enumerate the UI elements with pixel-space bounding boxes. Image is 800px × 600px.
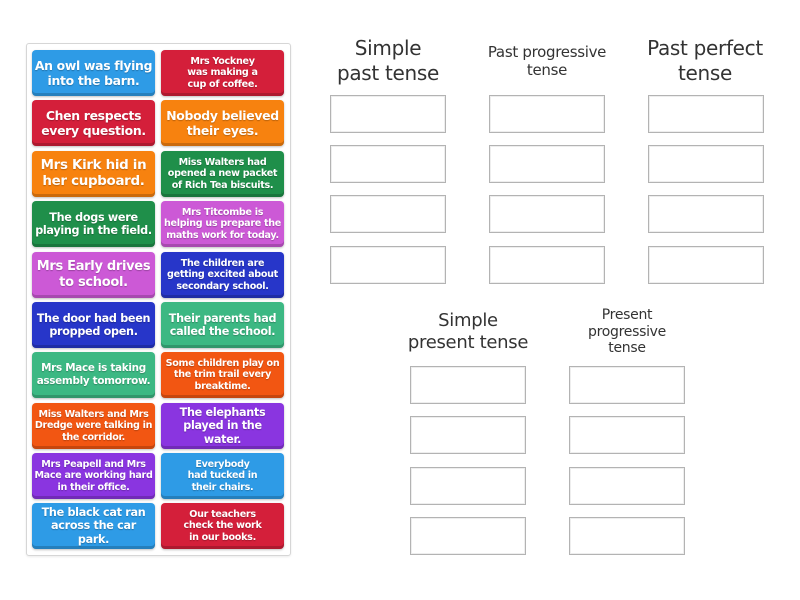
tile-peapell-mace-working[interactable]: Mrs Peapell and Mrs Mace are working har…: [32, 453, 155, 499]
tile-door-propped[interactable]: The door had been propped open.: [32, 302, 155, 348]
drop-slot-past-perfect-2[interactable]: [648, 145, 764, 183]
drop-slot-simple-past-4[interactable]: [330, 246, 446, 284]
tile-parents-called[interactable]: Their parents had called the school.: [161, 302, 284, 348]
tile-mrs-kirk-hid[interactable]: Mrs Kirk hid in her cupboard.: [32, 151, 155, 197]
tile-mrs-titcombe-helping[interactable]: Mrs Titcombe is helping us prepare the m…: [161, 201, 284, 247]
drop-slot-past-progressive-2[interactable]: [489, 145, 605, 183]
category-title-present-progressive: Present progressive tense: [588, 307, 666, 356]
category-title-simple-past: Simple past tense: [336, 36, 440, 85]
drop-slot-simple-past-1[interactable]: [330, 95, 446, 133]
drop-slot-simple-past-3[interactable]: [330, 195, 446, 233]
tile-mrs-early-drives[interactable]: Mrs Early drives to school.: [32, 252, 155, 298]
tile-black-cat-ran[interactable]: The black cat ran across the car park.: [32, 503, 155, 549]
drop-slot-present-progressive-1[interactable]: [569, 366, 685, 404]
tile-chen-respects[interactable]: Chen respects every question.: [32, 100, 155, 146]
drop-slot-past-progressive-4[interactable]: [489, 246, 605, 284]
drop-slot-simple-present-4[interactable]: [410, 517, 526, 555]
drop-slot-present-progressive-4[interactable]: [569, 517, 685, 555]
tile-mrs-yockney-coffee[interactable]: Mrs Yockney was making a cup of coffee.: [161, 50, 284, 96]
tile-mrs-mace-assembly[interactable]: Mrs Mace is taking assembly tomorrow.: [32, 352, 155, 398]
drop-slot-past-progressive-1[interactable]: [489, 95, 605, 133]
tile-owl-flying[interactable]: An owl was flying into the barn.: [32, 50, 155, 96]
drop-slot-past-progressive-3[interactable]: [489, 195, 605, 233]
category-title-past-progressive: Past progressive tense: [487, 43, 607, 79]
tile-walters-dredge-talking[interactable]: Miss Walters and Mrs Dredge were talking…: [32, 403, 155, 449]
tile-teachers-check[interactable]: Our teachers check the work in our books…: [161, 503, 284, 549]
tile-everybody-tucked[interactable]: Everybody had tucked in their chairs.: [161, 453, 284, 499]
tile-dogs-playing[interactable]: The dogs were playing in the field.: [32, 201, 155, 247]
tile-elephants-played[interactable]: The elephants played in the water.: [161, 403, 284, 449]
drop-slot-past-perfect-4[interactable]: [648, 246, 764, 284]
drop-slot-simple-present-1[interactable]: [410, 366, 526, 404]
drop-slot-past-perfect-3[interactable]: [648, 195, 764, 233]
category-title-simple-present: Simple present tense: [407, 310, 529, 353]
tile-miss-walters-biscuits[interactable]: Miss Walters had opened a new packet of …: [161, 151, 284, 197]
drop-slot-present-progressive-2[interactable]: [569, 416, 685, 454]
tile-nobody-believed[interactable]: Nobody believed their eyes.: [161, 100, 284, 146]
drop-slot-simple-past-2[interactable]: [330, 145, 446, 183]
tile-children-trim-trail[interactable]: Some children play on the trim trail eve…: [161, 352, 284, 398]
category-title-past-perfect: Past perfect tense: [647, 36, 763, 85]
drop-slot-simple-present-3[interactable]: [410, 467, 526, 505]
drop-slot-past-perfect-1[interactable]: [648, 95, 764, 133]
drop-slot-simple-present-2[interactable]: [410, 416, 526, 454]
drop-slot-present-progressive-3[interactable]: [569, 467, 685, 505]
tile-children-excited[interactable]: The children are getting excited about s…: [161, 252, 284, 298]
